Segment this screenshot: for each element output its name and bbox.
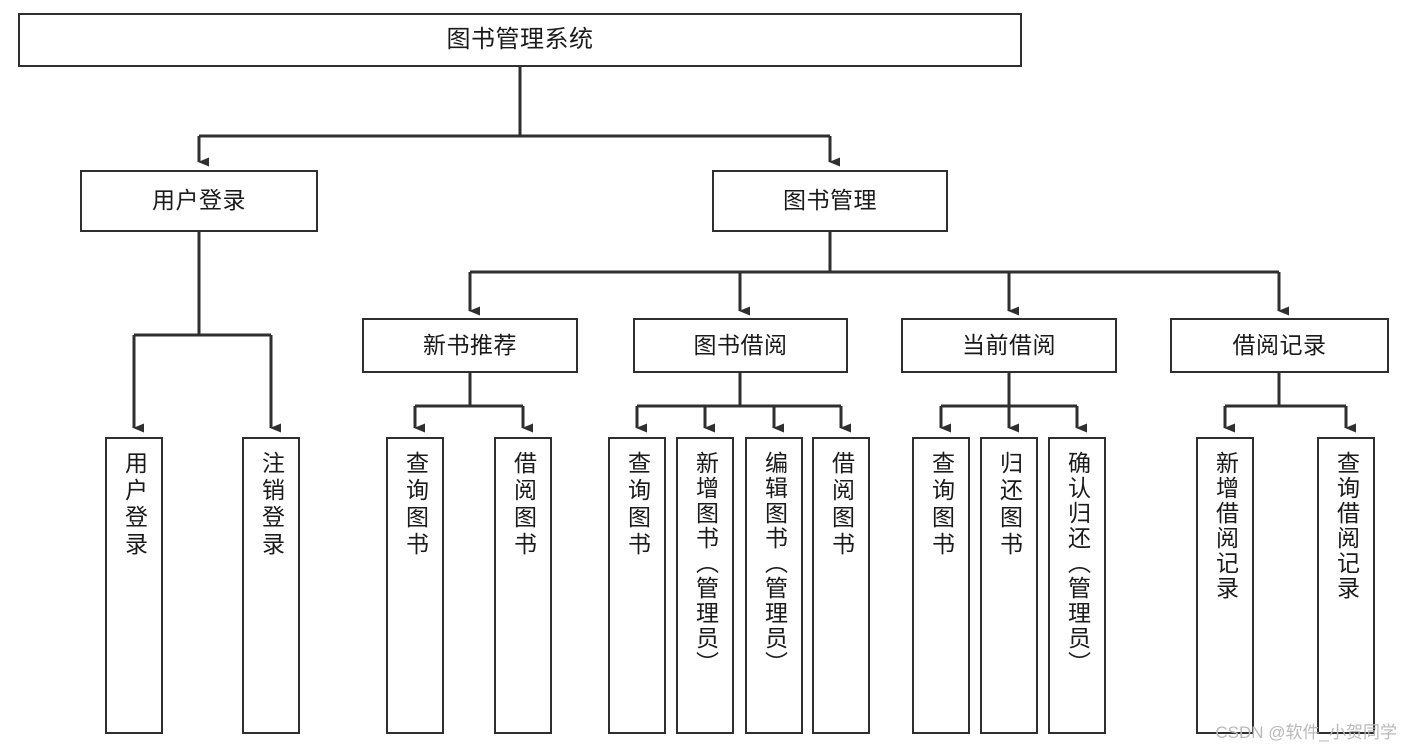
node-book-borrow-label: 图书借阅 xyxy=(693,331,788,358)
node-leaf-logout-login[interactable]: 注销登录 xyxy=(242,437,300,734)
node-leaf-user-login-label: 用户登录 xyxy=(121,451,148,559)
node-leaf-edit-book[interactable]: 编辑图书（管理员） xyxy=(745,437,803,734)
node-new-book-recommend[interactable]: 新书推荐 xyxy=(362,318,578,373)
node-current-borrow[interactable]: 当前借阅 xyxy=(901,318,1117,373)
node-leaf-query-book-3[interactable]: 查询图书 xyxy=(912,437,970,734)
node-leaf-add-record-label: 新增借阅记录 xyxy=(1212,451,1239,601)
node-leaf-query-book-3-label: 查询图书 xyxy=(928,451,955,559)
node-leaf-user-login[interactable]: 用户登录 xyxy=(105,437,163,734)
node-leaf-return-book[interactable]: 归还图书 xyxy=(980,437,1038,734)
node-leaf-add-book-label: 新增图书（管理员） xyxy=(692,451,719,676)
node-leaf-query-book-2-label: 查询图书 xyxy=(624,451,651,559)
node-leaf-add-book[interactable]: 新增图书（管理员） xyxy=(676,437,734,734)
node-leaf-add-record[interactable]: 新增借阅记录 xyxy=(1196,437,1254,734)
node-new-book-recommend-label: 新书推荐 xyxy=(423,331,517,358)
node-book-management-label: 图书管理 xyxy=(783,187,877,214)
node-leaf-confirm-return-label: 确认归还（管理员） xyxy=(1064,451,1091,676)
node-current-borrow-label: 当前借阅 xyxy=(962,331,1056,358)
csdn-watermark: CSDN @软件_小贺同学 xyxy=(1215,723,1397,742)
node-leaf-logout-login-label: 注销登录 xyxy=(258,451,285,559)
node-user-login[interactable]: 用户登录 xyxy=(80,170,318,232)
node-leaf-query-book-1[interactable]: 查询图书 xyxy=(386,437,444,734)
node-leaf-confirm-return[interactable]: 确认归还（管理员） xyxy=(1048,437,1106,734)
node-borrow-record[interactable]: 借阅记录 xyxy=(1170,318,1389,373)
node-book-borrow[interactable]: 图书借阅 xyxy=(633,318,848,373)
node-leaf-query-book-2[interactable]: 查询图书 xyxy=(608,437,666,734)
node-leaf-borrow-book-2-label: 借阅图书 xyxy=(828,451,855,559)
node-leaf-borrow-book-1[interactable]: 借阅图书 xyxy=(494,437,552,734)
node-leaf-borrow-book-1-label: 借阅图书 xyxy=(510,451,537,559)
node-leaf-query-record-label: 查询借阅记录 xyxy=(1333,451,1360,601)
node-borrow-record-label: 借阅记录 xyxy=(1232,331,1327,358)
node-leaf-query-book-1-label: 查询图书 xyxy=(402,451,429,559)
node-leaf-edit-book-label: 编辑图书（管理员） xyxy=(761,451,788,676)
node-leaf-borrow-book-2[interactable]: 借阅图书 xyxy=(812,437,870,734)
node-root[interactable]: 图书管理系统 xyxy=(18,13,1022,67)
node-user-login-label: 用户登录 xyxy=(152,187,246,214)
node-root-label: 图书管理系统 xyxy=(446,25,594,53)
node-book-management[interactable]: 图书管理 xyxy=(712,170,948,232)
node-leaf-return-book-label: 归还图书 xyxy=(996,451,1023,559)
node-leaf-query-record[interactable]: 查询借阅记录 xyxy=(1317,437,1375,734)
